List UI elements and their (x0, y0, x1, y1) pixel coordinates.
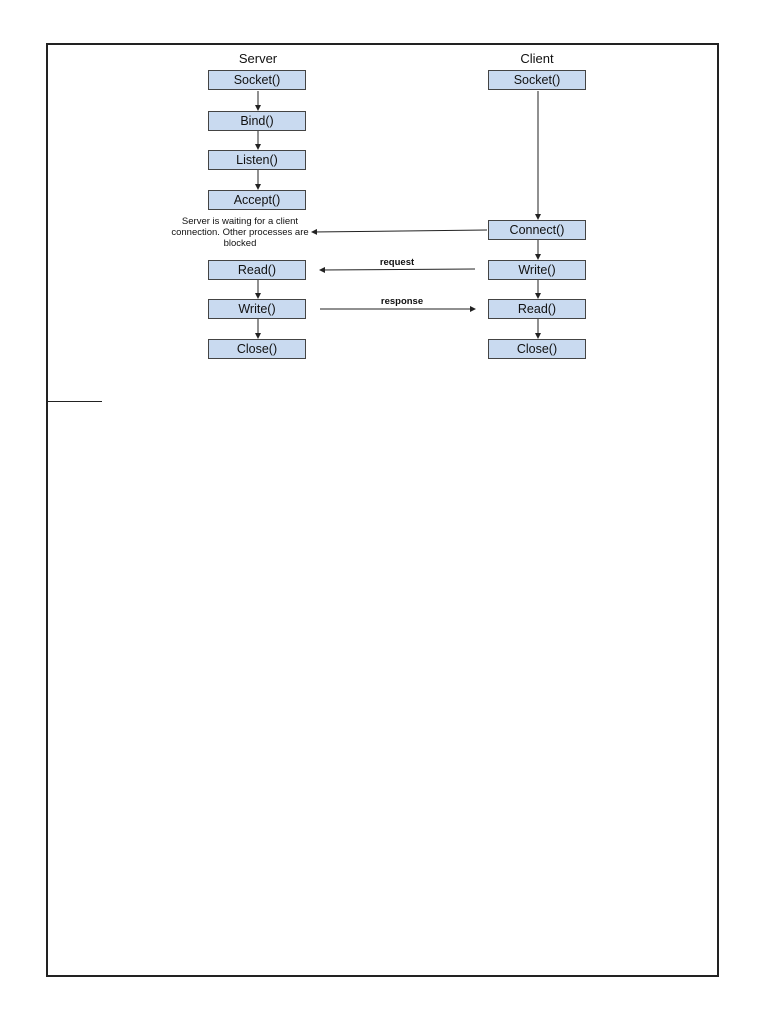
connect-arrow (311, 228, 488, 235)
server-step-read: Read() (208, 260, 306, 280)
client-step-close: Close() (488, 339, 586, 359)
server-step-socket: Socket() (208, 70, 306, 90)
section-rule (47, 401, 102, 402)
server-step-bind: Bind() (208, 111, 306, 131)
client-step-write: Write() (488, 260, 586, 280)
server-wait-note: Server is waiting for a client connectio… (171, 216, 309, 249)
client-step-socket: Socket() (488, 70, 586, 90)
server-step-write: Write() (208, 299, 306, 319)
client-step-read: Read() (488, 299, 586, 319)
client-step-connect: Connect() (488, 220, 586, 240)
server-title: Server (238, 51, 278, 66)
request-arrow (319, 266, 476, 273)
server-step-accept: Accept() (208, 190, 306, 210)
response-label: response (380, 296, 424, 307)
server-step-close: Close() (208, 339, 306, 359)
server-step-listen: Listen() (208, 150, 306, 170)
page-border (46, 43, 719, 977)
request-label: request (379, 257, 415, 268)
client-title: Client (520, 51, 554, 66)
